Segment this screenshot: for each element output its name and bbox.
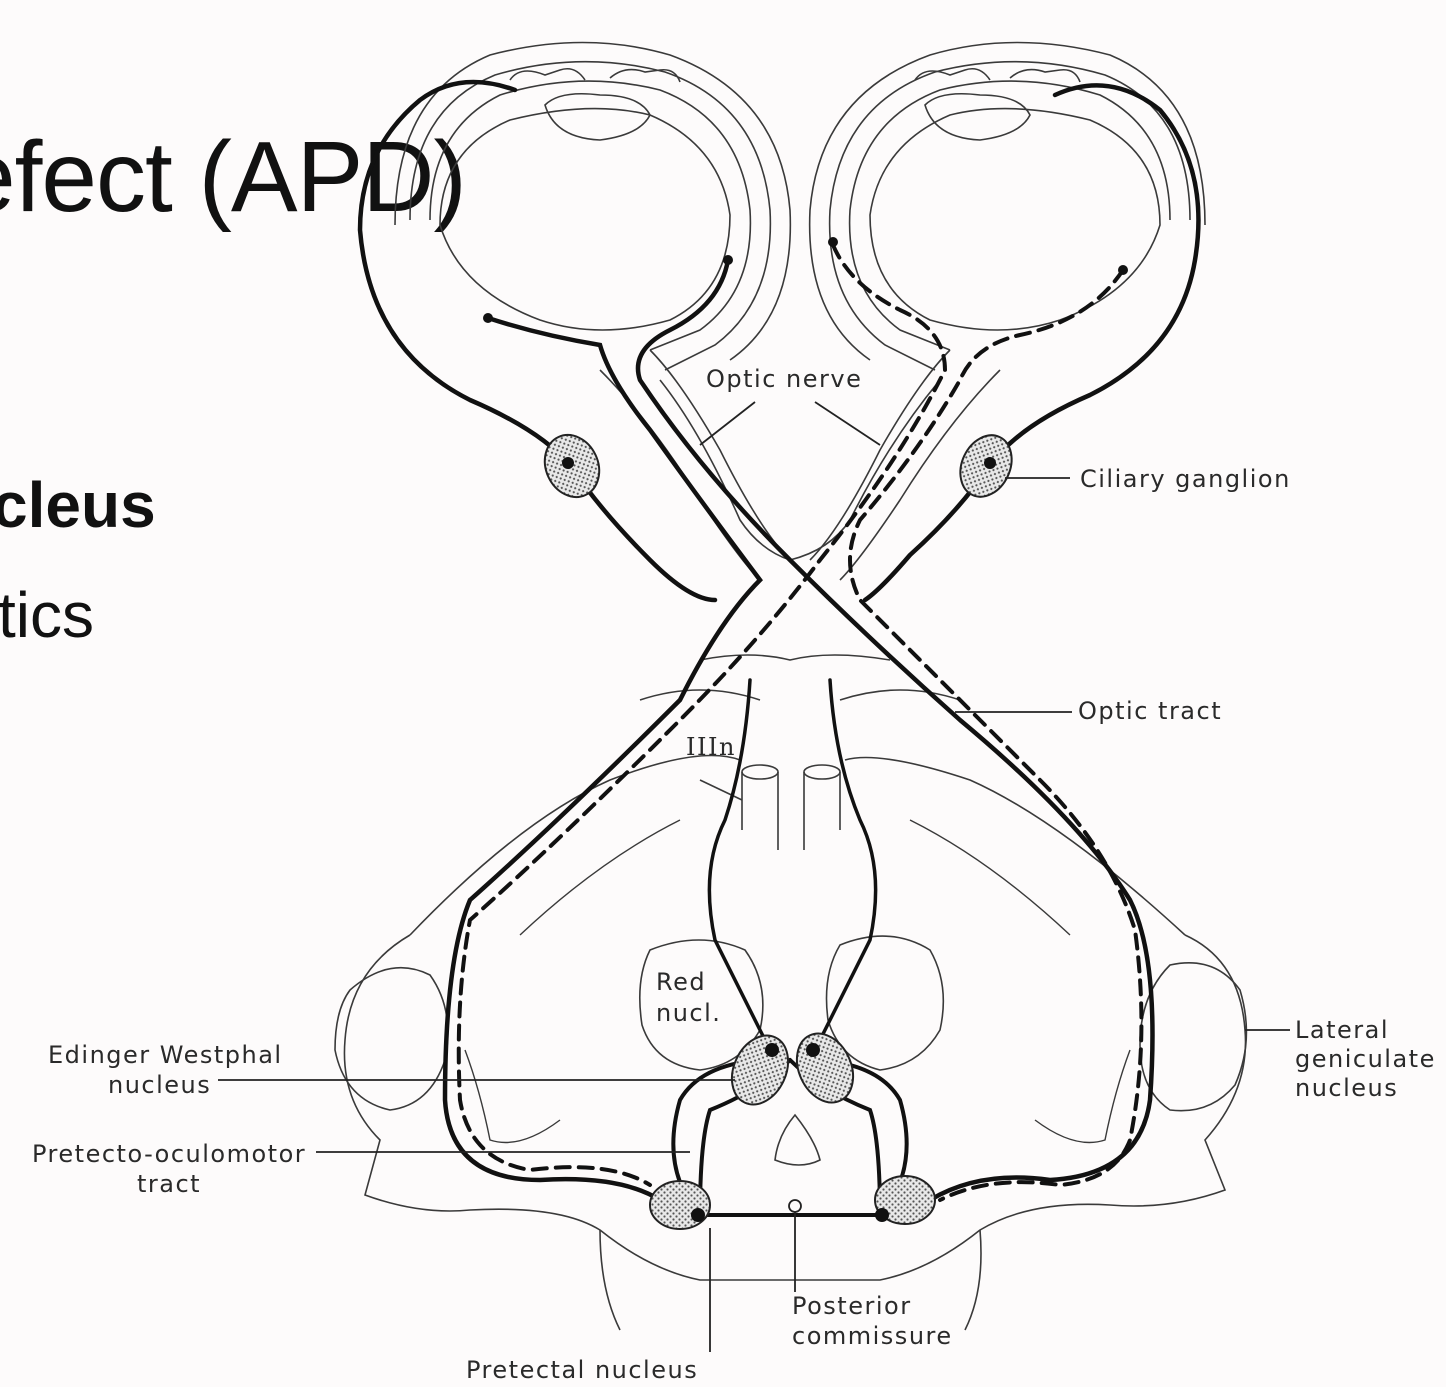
- label-pretectal-nucleus: Pretectal nucleus: [466, 1356, 698, 1384]
- retina-endpoints: [483, 237, 1128, 323]
- cerebral-aqueduct: [775, 1115, 820, 1165]
- label-ciliary-ganglion: Ciliary ganglion: [1080, 465, 1291, 493]
- edinger-westphal-nucleus-right: [786, 1024, 864, 1111]
- label-optic-nerve: Optic nerve: [706, 365, 862, 393]
- lateral-geniculate-body-right: [1140, 963, 1246, 1111]
- label-red-nucleus-line2: nucl.: [656, 999, 721, 1027]
- label-third-nerve: IIIn: [686, 733, 736, 761]
- midbrain-inner-contours: [465, 820, 1130, 1143]
- pretectal-nucleus-left: [650, 1181, 710, 1229]
- label-pretecto-oculomotor-line2: tract: [137, 1170, 201, 1198]
- label-optic-tract: Optic tract: [1078, 697, 1222, 725]
- label-lateral-geniculate-line2: geniculate: [1295, 1045, 1436, 1073]
- efferent-pathway-left: [360, 82, 715, 600]
- efferent-pathway-right: [865, 85, 1198, 600]
- label-pretecto-oculomotor-line1: Pretecto-oculomotor: [32, 1140, 306, 1168]
- label-posterior-commissure-line1: Posterior: [792, 1292, 912, 1320]
- oculomotor-nerve-roots: [700, 765, 840, 850]
- label-posterior-commissure-line2: commissure: [792, 1322, 953, 1350]
- ciliary-ganglion-left: [535, 426, 609, 506]
- label-red-nucleus-line1: Red: [656, 968, 706, 996]
- pretectal-nucleus-right: [875, 1176, 935, 1224]
- ciliary-ganglion-right: [951, 427, 1022, 505]
- lateral-geniculate-body-left: [335, 968, 448, 1110]
- left-eye: [395, 43, 790, 371]
- label-edinger-westphal-line1: Edinger Westphal: [48, 1041, 283, 1069]
- label-edinger-westphal-line2: nucleus: [108, 1071, 211, 1099]
- posterior-commissure-marker: [789, 1200, 801, 1212]
- label-lateral-geniculate-line1: Lateral: [1295, 1016, 1389, 1044]
- label-lateral-geniculate-line3: nucleus: [1295, 1074, 1398, 1102]
- pretecto-oculomotor-tract-loops: [673, 1060, 906, 1215]
- right-eye: [810, 43, 1205, 371]
- leader-lines: [218, 402, 1290, 1352]
